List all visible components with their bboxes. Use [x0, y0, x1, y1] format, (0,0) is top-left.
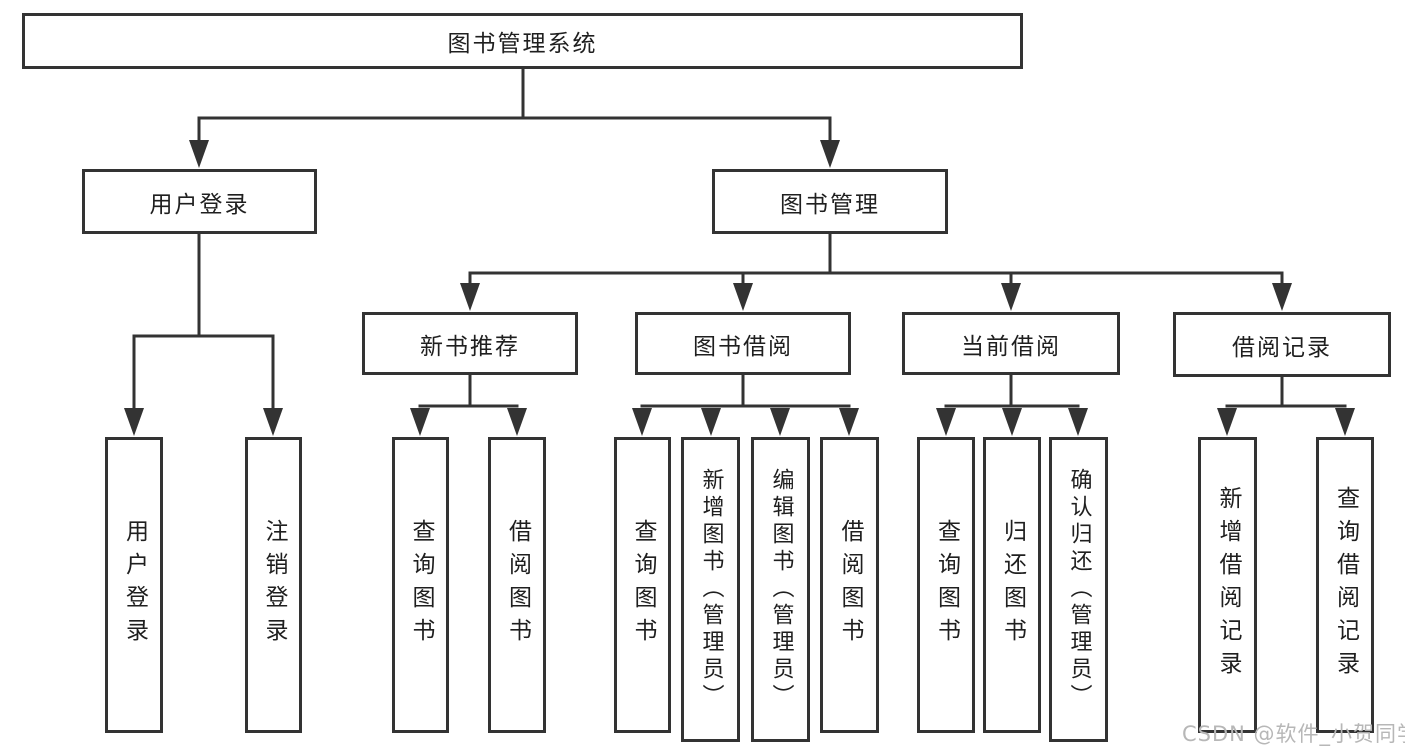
- leaf-add-borrow-record: 新增借阅记录: [1198, 437, 1257, 733]
- leaf-query-book-1: 查询图书: [392, 437, 449, 733]
- leaf-query-borrow-record-label: 查询借阅记录: [1332, 486, 1359, 684]
- leaf-return-book: 归还图书: [983, 437, 1041, 733]
- leaf-query-borrow-record: 查询借阅记录: [1316, 437, 1374, 733]
- leaf-user-login: 用户登录: [105, 437, 163, 733]
- node-current-borrow: 当前借阅: [902, 312, 1120, 375]
- leaf-add-book-admin: 新增图书（管理员）: [681, 437, 740, 742]
- leaf-query-book-2-label: 查询图书: [630, 519, 656, 651]
- node-root-system: 图书管理系统: [22, 13, 1023, 69]
- leaf-query-book-3-label: 查询图书: [933, 519, 960, 651]
- node-borrow-record-label: 借阅记录: [1232, 334, 1332, 361]
- node-new-book-recommend-label: 新书推荐: [420, 333, 520, 360]
- leaf-edit-book-admin: 编辑图书（管理员）: [751, 437, 810, 742]
- node-user-login: 用户登录: [82, 169, 317, 234]
- leaf-query-book-3: 查询图书: [917, 437, 975, 733]
- leaf-add-book-admin-label: 新增图书（管理员）: [698, 468, 724, 711]
- leaf-logout-label: 注销登录: [261, 519, 287, 651]
- node-new-book-recommend: 新书推荐: [362, 312, 578, 375]
- leaf-query-book-2: 查询图书: [614, 437, 671, 733]
- node-root-label: 图书管理系统: [447, 31, 598, 57]
- leaf-borrow-book-2: 借阅图书: [820, 437, 879, 733]
- leaf-query-book-1-label: 查询图书: [408, 519, 434, 651]
- leaf-add-borrow-record-label: 新增借阅记录: [1215, 486, 1241, 684]
- leaf-edit-book-admin-label: 编辑图书（管理员）: [768, 468, 794, 711]
- leaf-borrow-book-2-label: 借阅图书: [837, 519, 863, 651]
- node-book-borrow-label: 图书借阅: [693, 333, 793, 360]
- node-book-management: 图书管理: [712, 169, 948, 234]
- node-current-borrow-label: 当前借阅: [961, 333, 1061, 360]
- leaf-logout: 注销登录: [245, 437, 302, 733]
- leaf-user-login-label: 用户登录: [121, 519, 148, 651]
- leaf-confirm-return-admin: 确认归还（管理员）: [1049, 437, 1108, 742]
- csdn-watermark: CSDN @软件_小贺同学: [1182, 722, 1405, 746]
- node-book-borrow: 图书借阅: [635, 312, 851, 375]
- leaf-confirm-return-admin-label: 确认归还（管理员）: [1066, 468, 1092, 711]
- leaf-return-book-label: 归还图书: [999, 519, 1026, 651]
- node-user-login-label: 用户登录: [149, 191, 250, 218]
- node-borrow-record: 借阅记录: [1173, 312, 1391, 377]
- leaf-borrow-book-1: 借阅图书: [488, 437, 546, 733]
- leaf-borrow-book-1-label: 借阅图书: [504, 519, 531, 651]
- node-book-management-label: 图书管理: [780, 191, 880, 218]
